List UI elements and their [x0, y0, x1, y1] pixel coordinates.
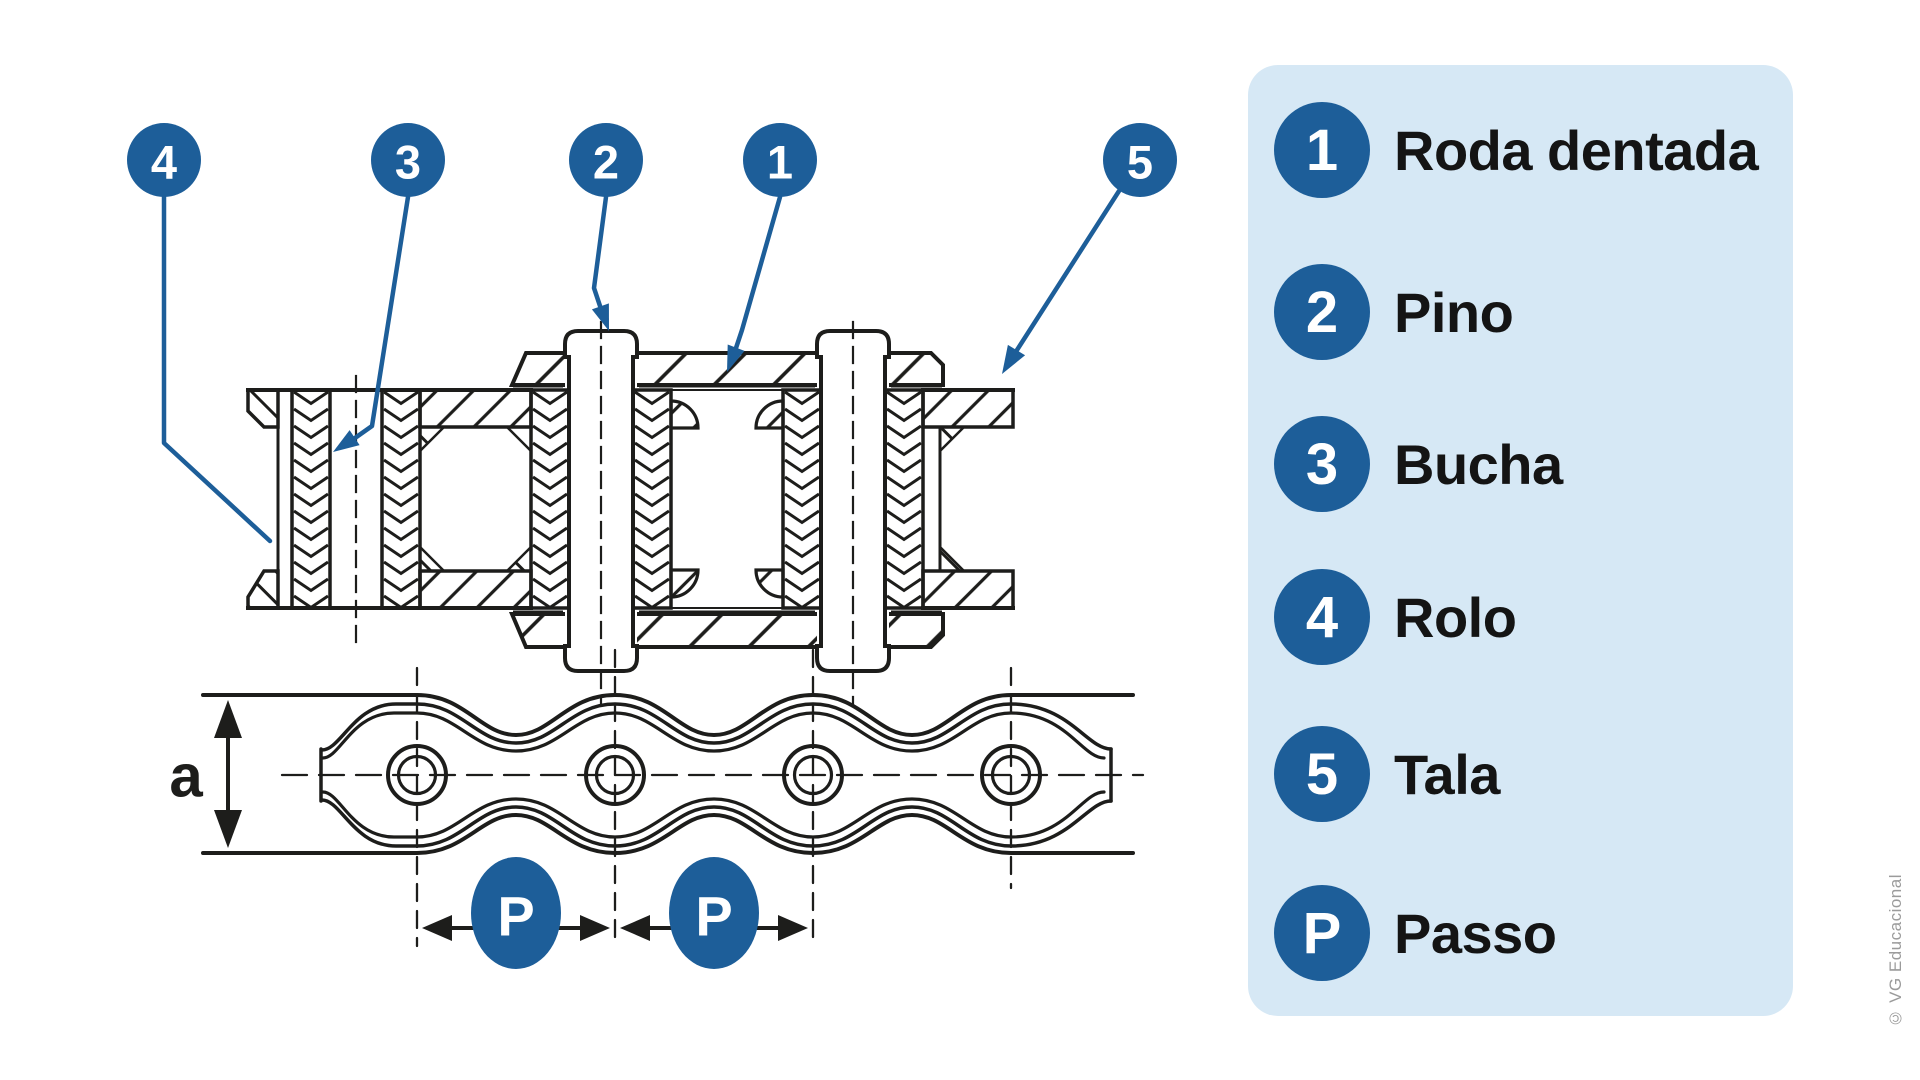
legend-label: Pino	[1394, 280, 1514, 344]
pitch-label: P	[695, 885, 732, 948]
legend-panel: 1 Roda dentada 2 Pino 3 Bucha 4 Rolo 5 T…	[1248, 65, 1793, 1016]
callout-3-leader	[352, 194, 411, 441]
link-contour-inner	[321, 790, 1106, 839]
callout-3-arrowhead	[333, 430, 360, 452]
inner-plate-end-block	[246, 569, 280, 610]
legend-badge-4: 4	[1274, 569, 1370, 665]
callout-2-arrowhead	[591, 303, 609, 331]
pitch-dimension-2	[620, 857, 808, 969]
link-contour-mid	[320, 702, 1113, 752]
link-contour-outer	[201, 812, 1135, 856]
legend-badge-p: P	[1274, 885, 1370, 981]
link-contour-outer	[201, 692, 1135, 738]
callout-number-5: 5	[1127, 136, 1153, 189]
legend-item-passo: P Passo	[1274, 885, 1557, 981]
callout-1-leader	[733, 194, 783, 351]
side-view-centerlines	[280, 648, 1145, 948]
inner-plate-section	[921, 388, 1015, 429]
inner-plate-end-block	[246, 388, 280, 429]
pin-2	[815, 329, 891, 673]
opening-chamfers	[418, 425, 968, 573]
legend-item-tala: 5 Tala	[1274, 726, 1500, 822]
callout-1-arrowhead	[727, 344, 745, 372]
height-dimension-label: a	[169, 743, 203, 810]
bushing-wall	[529, 388, 571, 610]
callout-circle-3	[371, 123, 445, 197]
legend-badge-3: 3	[1274, 416, 1370, 512]
centerlines	[354, 320, 855, 707]
callout-number-4: 4	[151, 136, 177, 189]
pitch-label: P	[497, 885, 534, 948]
inner-plate-section	[418, 388, 533, 429]
callout-circle-4	[127, 123, 201, 197]
legend-badge-1: 1	[1274, 102, 1370, 198]
callout-2-leader	[591, 194, 609, 309]
bushing-wall	[883, 388, 925, 610]
plate-gap-lines	[513, 385, 942, 613]
pitch-dimension-1	[422, 857, 610, 969]
legend-item-bucha: 3 Bucha	[1274, 416, 1563, 512]
callout-5-leader	[1014, 188, 1122, 353]
callout-circle-5	[1103, 123, 1177, 197]
legend-item-pino: 2 Pino	[1274, 264, 1514, 360]
callout-4-leader	[161, 194, 273, 544]
inner-plate-section	[418, 569, 533, 610]
legend-label: Bucha	[1394, 432, 1563, 496]
legend-item-roda-dentada: 1 Roda dentada	[1274, 102, 1759, 198]
copyright-text: © VG Educacional	[1886, 874, 1905, 1028]
legend-label: Roda dentada	[1394, 118, 1759, 182]
legend-label: Tala	[1394, 742, 1500, 806]
link-contour-inner	[321, 711, 1106, 760]
bushing-wall	[631, 388, 673, 610]
callouts: 4 3 2 1 5	[127, 123, 1177, 544]
legend-badge-5: 5	[1274, 726, 1370, 822]
roller-wall	[290, 388, 332, 610]
height-dimension	[214, 700, 242, 848]
legend-label: Passo	[1394, 901, 1557, 965]
callout-circle-2	[569, 123, 643, 197]
chain-cross-section	[246, 320, 1015, 707]
callout-number-2: 2	[593, 136, 619, 189]
bushing-wall	[781, 388, 823, 610]
chain-side-view: a P P	[169, 648, 1145, 969]
callout-5-arrowhead	[1002, 344, 1026, 374]
callout-number-3: 3	[395, 136, 421, 189]
callout-circle-1	[743, 123, 817, 197]
legend-badge-2: 2	[1274, 264, 1370, 360]
legend-label: Rolo	[1394, 585, 1517, 649]
bushing-collars	[669, 399, 785, 599]
roller-wall	[380, 388, 422, 610]
inner-plate-section	[921, 569, 1015, 610]
callout-number-1: 1	[767, 136, 793, 189]
legend-item-rolo: 4 Rolo	[1274, 569, 1517, 665]
link-contour-mid	[320, 798, 1113, 848]
